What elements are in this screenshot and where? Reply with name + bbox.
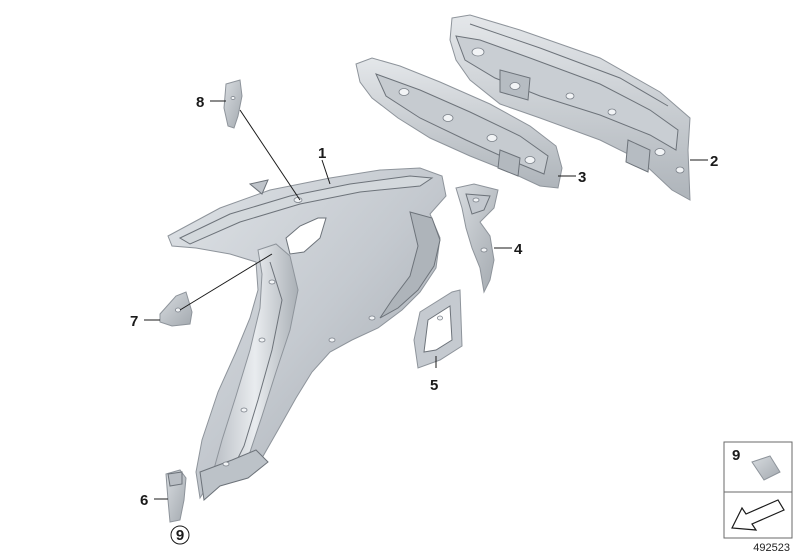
callout-7: 7 bbox=[130, 313, 138, 330]
small-bracket-part bbox=[165, 469, 187, 523]
callout-5: 5 bbox=[430, 377, 438, 394]
callout-1: 1 bbox=[318, 145, 326, 162]
circled-reference-9: 9 bbox=[170, 525, 190, 545]
callout-labels: 1 2 3 4 5 6 7 8 bbox=[130, 94, 718, 509]
legend-label-9: 9 bbox=[732, 447, 740, 464]
callout-6: 6 bbox=[140, 492, 148, 509]
callout-3: 3 bbox=[578, 169, 586, 186]
holder-part bbox=[159, 291, 193, 327]
legend-box-arrow bbox=[723, 491, 793, 539]
circled-reference-label: 9 bbox=[176, 527, 184, 544]
side-panel-part bbox=[167, 167, 447, 501]
upper-bracket-part bbox=[223, 79, 243, 129]
legend-box-9: 9 bbox=[723, 441, 793, 493]
callout-2: 2 bbox=[710, 153, 718, 170]
rear-panel-part bbox=[449, 14, 691, 201]
document-number: 492523 bbox=[753, 542, 790, 554]
arrow-icon bbox=[731, 499, 785, 531]
bracket-part bbox=[455, 183, 499, 294]
callout-4: 4 bbox=[514, 241, 523, 258]
rear-panel-inner-part bbox=[355, 57, 563, 189]
callout-8: 8 bbox=[196, 94, 204, 111]
leader-lines bbox=[144, 100, 708, 500]
plate-frame-part bbox=[413, 289, 463, 369]
